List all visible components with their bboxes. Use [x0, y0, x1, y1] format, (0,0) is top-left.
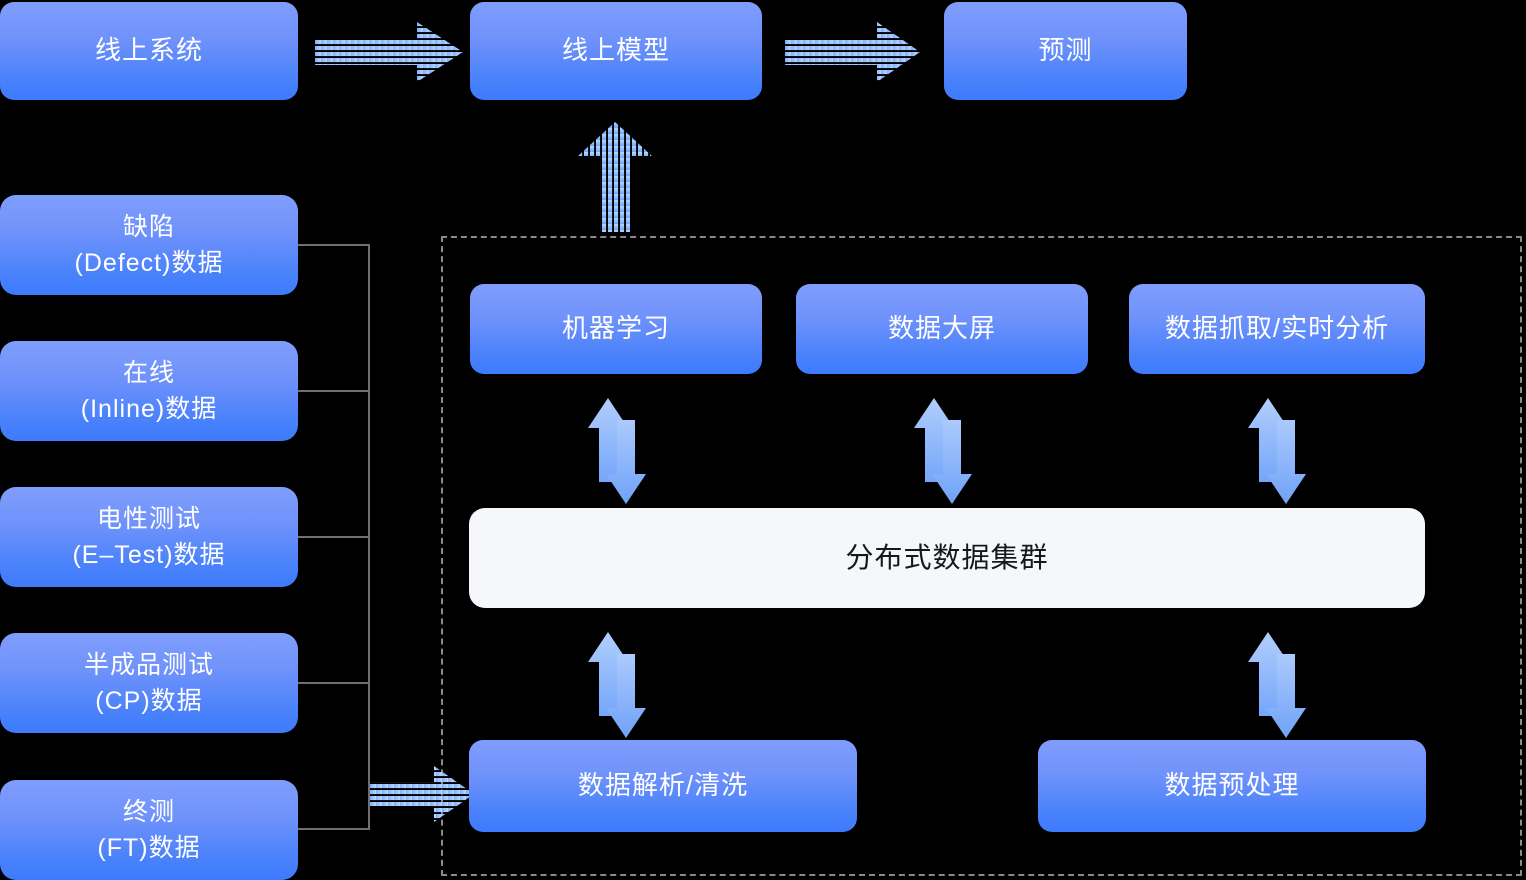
node-prediction-label: 预测: [1038, 35, 1093, 66]
node-machine-learning[interactable]: 机器学习: [470, 284, 762, 374]
node-distributed-data-cluster-label: 分布式数据集群: [845, 541, 1049, 573]
node-online-system[interactable]: 线上系统: [0, 2, 298, 100]
connector-etest: [298, 536, 370, 538]
node-source-inline[interactable]: 在线 (Inline)数据: [0, 341, 298, 441]
arrow-sources-to-parse: [370, 766, 474, 822]
node-online-system-label: 线上系统: [94, 35, 203, 66]
node-data-dashboard[interactable]: 数据大屏: [796, 284, 1088, 374]
arrow-model-to-predict: [785, 22, 920, 82]
node-machine-learning-label: 机器学习: [561, 313, 670, 344]
node-online-model-label: 线上模型: [561, 35, 670, 66]
node-source-ft[interactable]: 终测 (FT)数据: [0, 780, 298, 880]
node-online-model[interactable]: 线上模型: [470, 2, 762, 100]
arrow-dashboard-cluster: [912, 398, 974, 504]
arrow-parse-cluster: [586, 632, 648, 738]
arrow-system-to-model: [315, 22, 463, 82]
arrow-preproc-cluster: [1246, 632, 1308, 738]
node-source-ft-label: 终测 (FT)数据: [97, 797, 201, 862]
node-source-defect[interactable]: 缺陷 (Defect)数据: [0, 195, 298, 295]
node-data-parse-clean-label: 数据解析/清洗: [577, 770, 749, 801]
node-source-etest[interactable]: 电性测试 (E–Test)数据: [0, 487, 298, 587]
node-source-cp-label: 半成品测试 (CP)数据: [83, 650, 214, 715]
node-data-preprocessing-label: 数据预处理: [1164, 770, 1300, 801]
arrow-ml-cluster: [586, 398, 648, 504]
arrow-capture-cluster: [1246, 398, 1308, 504]
node-source-inline-label: 在线 (Inline)数据: [80, 358, 218, 423]
node-source-defect-label: 缺陷 (Defect)数据: [74, 212, 224, 277]
connector-inline: [298, 390, 370, 392]
node-source-cp[interactable]: 半成品测试 (CP)数据: [0, 633, 298, 733]
arrow-platform-to-model: [578, 122, 652, 232]
node-distributed-data-cluster[interactable]: 分布式数据集群: [469, 508, 1425, 608]
platform-boundary: [441, 236, 1522, 876]
node-data-parse-clean[interactable]: 数据解析/清洗: [469, 740, 857, 832]
connector-cp: [298, 682, 370, 684]
node-prediction[interactable]: 预测: [944, 2, 1187, 100]
connector-defect: [298, 244, 370, 246]
node-source-etest-label: 电性测试 (E–Test)数据: [72, 504, 226, 569]
connector-trunk: [368, 244, 370, 830]
connector-ft: [298, 828, 370, 830]
node-data-capture[interactable]: 数据抓取/实时分析: [1129, 284, 1425, 374]
node-data-capture-label: 数据抓取/实时分析: [1164, 313, 1390, 344]
node-data-dashboard-label: 数据大屏: [887, 313, 996, 344]
node-data-preprocessing[interactable]: 数据预处理: [1038, 740, 1426, 832]
